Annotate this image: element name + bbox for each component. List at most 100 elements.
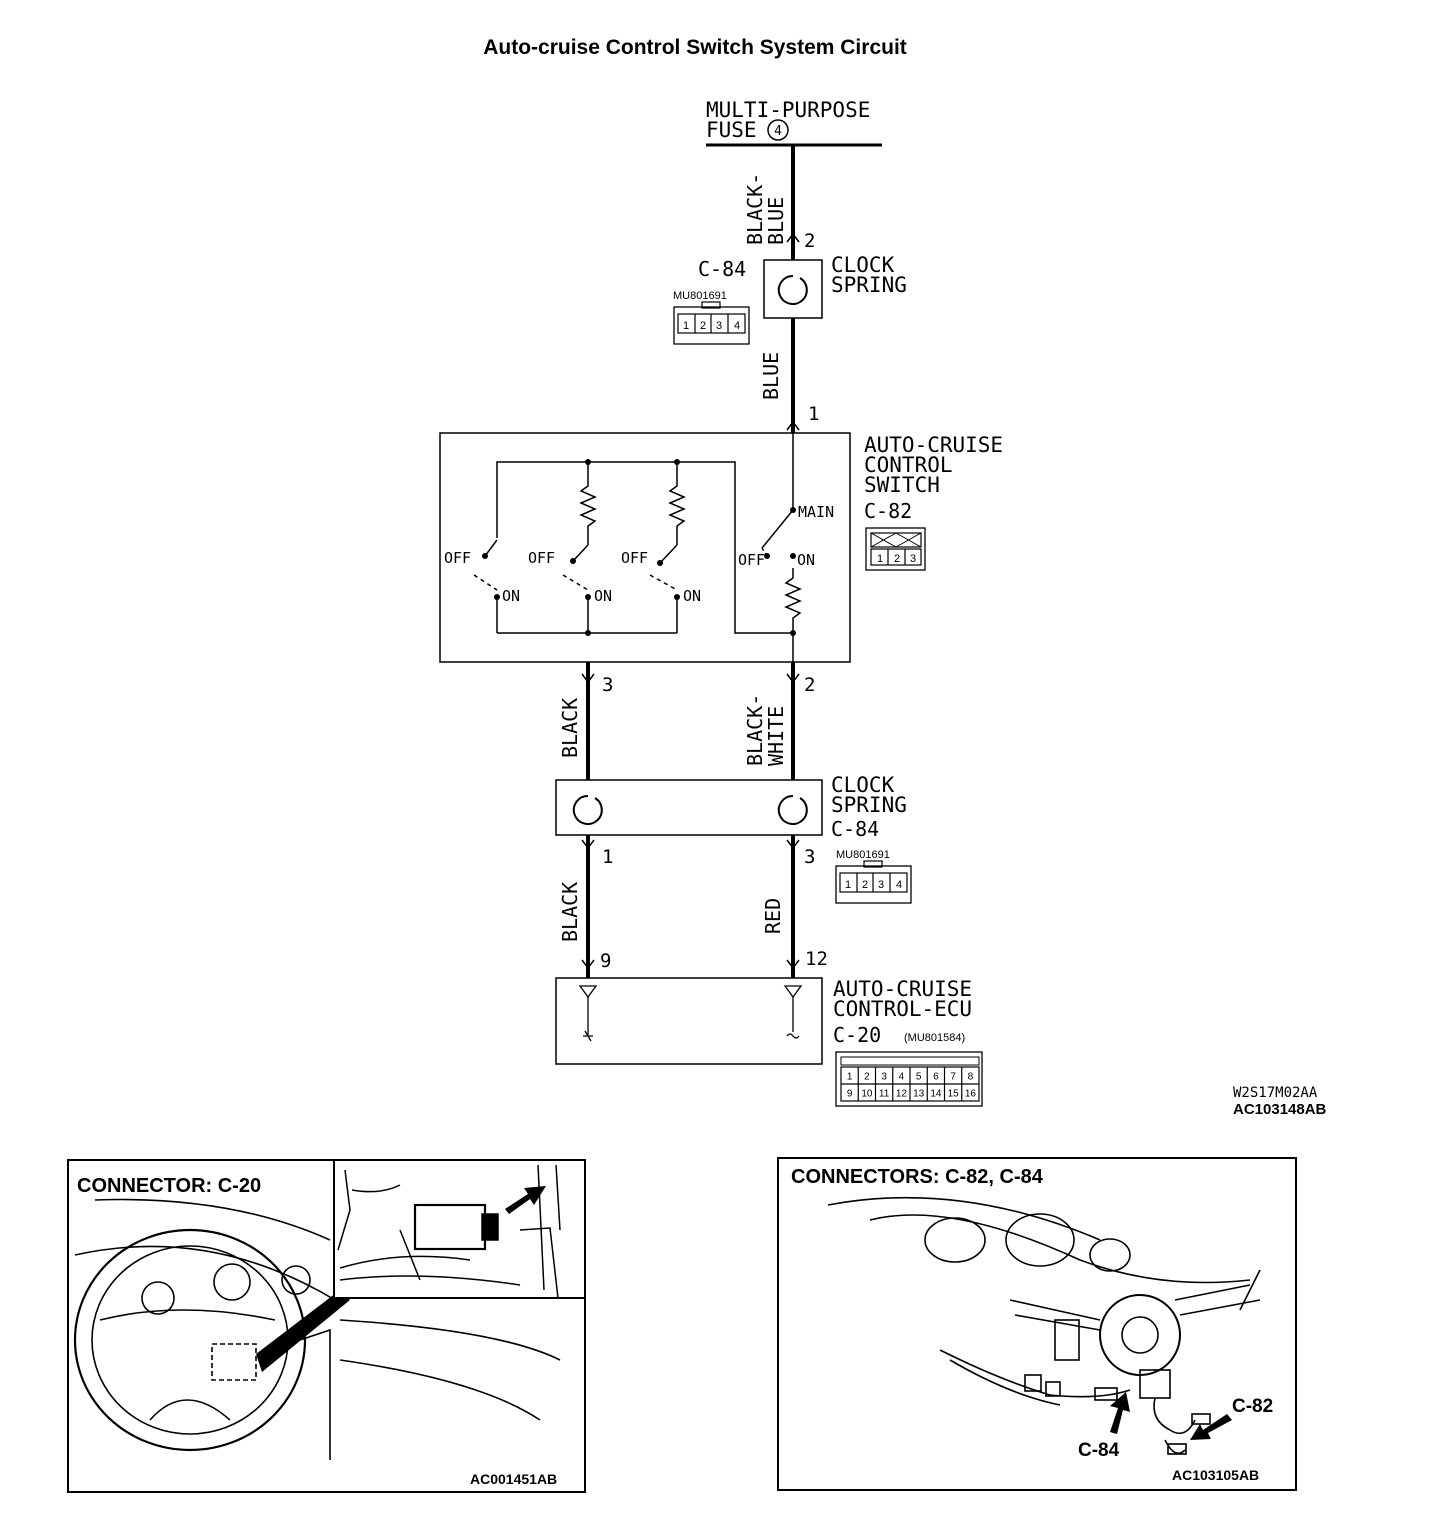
clock-spring-top-part: MU801691 [673, 290, 727, 302]
clock-spring-bottom-label-2: SPRING [831, 793, 907, 817]
connector-cell: 6 [933, 1072, 939, 1083]
pin-arrow [786, 839, 800, 850]
connector-cell: 3 [716, 320, 722, 332]
wire-label-red: RED [761, 898, 785, 934]
connector-cell: 14 [930, 1089, 942, 1100]
connector-cell: 9 [847, 1089, 853, 1100]
locator-callout-wedge [256, 1290, 350, 1372]
pin-switch-right: 2 [804, 674, 815, 696]
fuse-number: 4 [774, 124, 782, 139]
wire-label-black-white-2: WHITE [764, 706, 788, 766]
connector-cell: 13 [913, 1089, 925, 1100]
connector-cell: 1 [683, 320, 689, 332]
pin-fuse-to-clock: 2 [804, 230, 815, 252]
pin-arrow [786, 959, 800, 970]
switch-box [439, 432, 851, 663]
pin-clock-lower-left: 1 [602, 846, 613, 868]
switch-internal-wiring [473, 433, 802, 662]
switch2-on-label: ON [594, 587, 612, 605]
fuse-number-circle [767, 119, 789, 141]
clock-spring-bottom-box [555, 779, 823, 836]
panel-left-code: AC001451AB [470, 1471, 557, 1487]
ecu-label-2: CONTROL-ECU [833, 997, 972, 1021]
ecu-box [555, 977, 823, 1065]
connectors-c82-c84-locator-panel: CONNECTORS: C-82, C-84 [777, 1157, 1297, 1491]
connector-c20-locator-panel: CONNECTOR: C-20 [67, 1159, 586, 1493]
switch3-off-label: OFF [621, 549, 648, 567]
pin-arrow [786, 673, 800, 684]
connector-icon-c82: 1 2 3 [865, 527, 926, 571]
connector-icon-c84-bottom: 1 2 3 4 [835, 860, 912, 904]
fuse-label: MULTI-PURPOSE FUSE 4 [706, 98, 882, 147]
auto-cruise-control-switch: AUTO-CRUISE CONTROL SWITCH C-82 1 2 3 [439, 432, 1003, 663]
connector-cell: 4 [734, 320, 740, 332]
callout-c82: C-82 [1232, 1396, 1273, 1417]
clock-spring-bottom: CLOCK SPRING C-84 MU801691 1 2 3 4 [555, 773, 912, 904]
clock-spring-top-label-1: CLOCK [831, 253, 895, 277]
pin-arrow [581, 839, 595, 850]
ecu-part: (MU801584) [904, 1032, 965, 1044]
pin-clock-lower-right: 3 [804, 846, 815, 868]
switch-label-2: CONTROL [864, 453, 953, 477]
connector-cell: 7 [950, 1072, 956, 1083]
steering-column-illustration [827, 1196, 1261, 1455]
connector-cell: 8 [968, 1072, 974, 1083]
connector-cell: 1 [877, 553, 883, 565]
clock-spring-top: C-84 CLOCK SPRING MU801691 1 2 3 4 [673, 253, 907, 345]
figure-code: AC103148AB [1233, 1101, 1327, 1118]
switch2-off-label: OFF [528, 549, 555, 567]
wire-label-black-blue-1: BLACK- [743, 173, 767, 245]
wire-label-black-upper: BLACK [558, 698, 582, 758]
pin-arrow [581, 959, 595, 970]
pin-switch-left: 3 [602, 674, 613, 696]
ecu-input-symbols [578, 985, 803, 1042]
panel-right-code: AC103105AB [1172, 1467, 1259, 1483]
pin-arrow [786, 420, 800, 431]
main-switch-on-label: ON [797, 551, 815, 569]
ecu-connector: C-20 [833, 1023, 881, 1047]
connector-cell: 10 [861, 1089, 873, 1100]
diagram-title: Auto-cruise Control Switch System Circui… [483, 36, 907, 59]
connector-cell: 1 [847, 1072, 853, 1083]
clock-spring-bottom-part: MU801691 [836, 849, 890, 861]
callout-c84: C-84 [1078, 1440, 1120, 1461]
clock-spring-bottom-label-1: CLOCK [831, 773, 895, 797]
clock-spring-top-label-2: SPRING [831, 273, 907, 297]
inset-detail-c20 [333, 1159, 586, 1299]
callout-arrow-c82-icon [1190, 1414, 1232, 1440]
ecu-label-1: AUTO-CRUISE [833, 977, 972, 1001]
clock-spring-coil-icon [777, 794, 808, 825]
connector-cell: 5 [916, 1072, 922, 1083]
wire-label-blue: BLUE [759, 352, 783, 400]
pin-clock-to-switch: 1 [808, 403, 819, 425]
connector-cell: 2 [864, 1072, 870, 1083]
wire-label-black-white-1: BLACK- [743, 694, 767, 766]
switch-connector: C-82 [864, 499, 912, 523]
connector-cell: 2 [894, 553, 900, 565]
connector-icon-c84-top: 1 2 3 4 [673, 301, 750, 345]
connector-cell: 4 [896, 879, 902, 891]
callout-arrow-c84-icon [1110, 1392, 1130, 1434]
panel-left-heading: CONNECTOR: C-20 [77, 1175, 261, 1197]
switch1-on-label: ON [502, 587, 520, 605]
clock-spring-bottom-connector: C-84 [831, 817, 879, 841]
panel-right-heading: CONNECTORS: C-82, C-84 [791, 1166, 1044, 1188]
switch1-off-label: OFF [444, 549, 471, 567]
switch-label-3: SWITCH [864, 473, 940, 497]
connector-cell: 2 [700, 320, 706, 332]
clock-spring-top-connector: C-84 [698, 257, 746, 281]
main-switch-off-label: OFF [738, 551, 765, 569]
connector-cell: 15 [948, 1089, 960, 1100]
switch-nodes [482, 459, 796, 636]
connector-cell: 2 [862, 879, 868, 891]
connector-cell: 3 [878, 879, 884, 891]
connector-cell: 16 [965, 1089, 977, 1100]
wire-label-black-blue-2: BLUE [764, 197, 788, 245]
connector-cell: 1 [845, 879, 851, 891]
auto-cruise-control-ecu: AUTO-CRUISE CONTROL-ECU C-20 (MU801584) … [555, 977, 983, 1107]
inset-arrow-icon [505, 1186, 546, 1214]
pin-ecu-left: 9 [600, 950, 611, 972]
